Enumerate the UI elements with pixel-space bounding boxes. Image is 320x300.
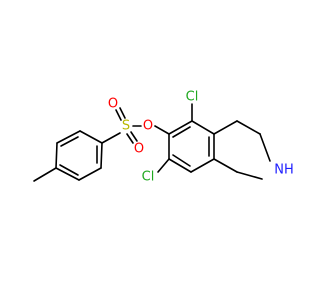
methyl-bond [33, 167, 57, 182]
atom-nh: NH [274, 163, 294, 178]
atom-cl-left: Cl [142, 170, 155, 185]
s-ring-bond [101, 132, 121, 144]
s-o-up-1 [115, 109, 122, 121]
ar-bond-2 [191, 120, 215, 135]
tolyl-bond-4 [55, 167, 80, 181]
atom-o-ester: O [143, 119, 153, 134]
tolyl-inner-2 [59, 164, 79, 176]
sat-bond-5 [213, 158, 238, 173]
tolyl-bond-3 [55, 142, 58, 169]
ar-bond-1 [168, 120, 193, 135]
tolyl-inner-1 [60, 136, 79, 147]
tolyl-bond-5 [78, 167, 102, 181]
tolyl-bond-1 [79, 130, 103, 144]
atom-labels: Cl Cl O S O O NH [108, 90, 294, 185]
sat-bond-4 [236, 171, 263, 180]
atom-s: S [122, 119, 130, 134]
sat-bond-1 [213, 120, 238, 135]
o-ring-bond [154, 125, 170, 135]
molecule-diagram: Cl Cl O S O O NH [33, 90, 294, 185]
sat-bond-3 [259, 133, 271, 162]
s-o-down-1 [126, 133, 134, 144]
ar-inner-3 [172, 154, 191, 167]
atom-cl-top: Cl [186, 90, 199, 105]
bonds [33, 103, 271, 182]
ar-inner-1 [172, 126, 191, 138]
sat-bond-2 [236, 120, 261, 135]
tolyl-bond-2 [56, 130, 81, 144]
s-o-down-2 [130, 131, 138, 142]
cl-left-bond [157, 158, 170, 173]
ar-bond-5 [168, 158, 192, 173]
tolyl-bond-6 [100, 142, 103, 169]
ar-bond-4 [190, 158, 215, 173]
atom-o-up: O [108, 97, 118, 112]
atom-o-down: O [134, 142, 144, 157]
s-o-up-2 [119, 107, 126, 119]
